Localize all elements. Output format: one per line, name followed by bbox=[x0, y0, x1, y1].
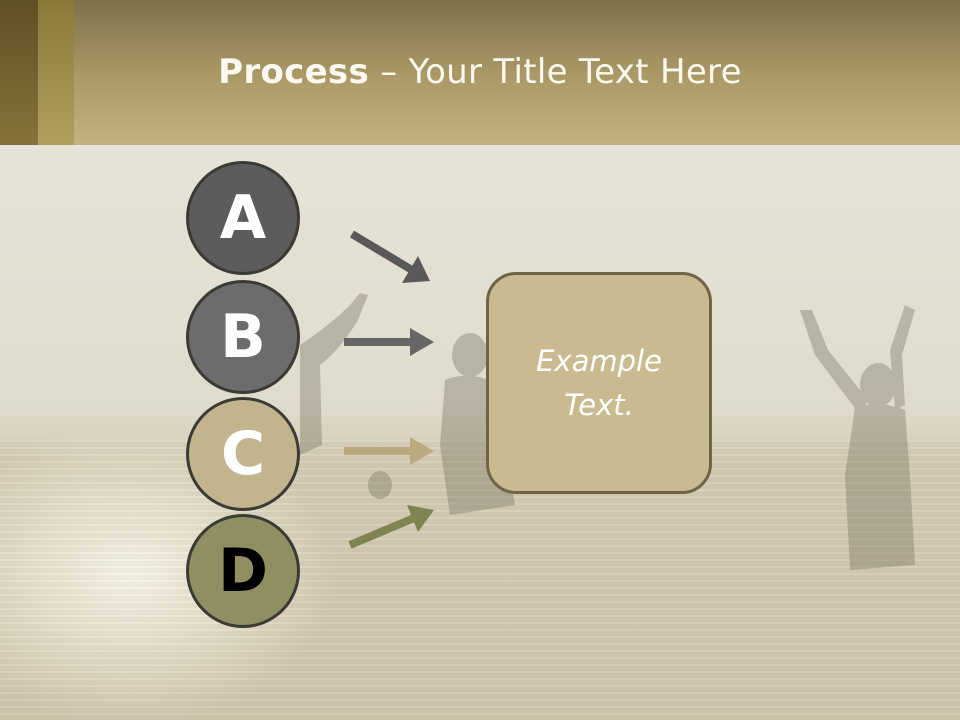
header-band: Process – Your Title Text Here bbox=[0, 0, 960, 145]
example-text-box: Example Text. bbox=[486, 272, 712, 494]
step-circle-a: A bbox=[186, 161, 300, 275]
step-circle-b: B bbox=[186, 280, 300, 394]
arrow-c bbox=[344, 437, 434, 465]
arrow-a bbox=[349, 230, 430, 283]
step-letter: D bbox=[218, 536, 268, 606]
step-circle-c: C bbox=[186, 397, 300, 511]
slide-title: Process – Your Title Text Here bbox=[0, 52, 960, 92]
arrow-d bbox=[348, 505, 434, 549]
title-bold: Process bbox=[218, 52, 370, 92]
header-stripe bbox=[0, 0, 38, 145]
step-letter: A bbox=[219, 183, 267, 253]
example-text: Example Text. bbox=[536, 344, 662, 422]
sea-waves bbox=[0, 440, 960, 720]
step-letter: C bbox=[220, 419, 266, 489]
step-circle-d: D bbox=[186, 514, 300, 628]
header-stripe bbox=[38, 0, 74, 145]
arrow-b bbox=[344, 328, 434, 356]
step-letter: B bbox=[220, 302, 266, 372]
title-rest: – Your Title Text Here bbox=[369, 52, 742, 92]
